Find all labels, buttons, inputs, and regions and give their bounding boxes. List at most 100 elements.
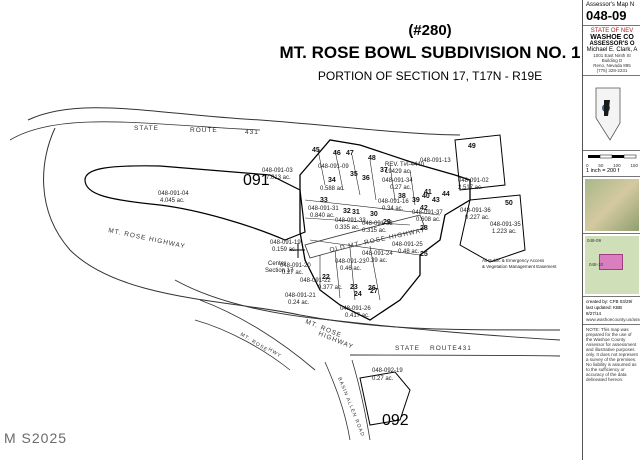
lot-number: 49 — [468, 143, 476, 150]
road-label: HWY — [267, 347, 283, 360]
parcel-number: 048-091-24 — [362, 251, 393, 257]
parcel-acreage: 0.24 ac. — [288, 300, 310, 306]
book-label: 091 — [243, 172, 270, 189]
road-edge — [349, 354, 561, 357]
road-label: MT. ROSE — [239, 332, 269, 354]
parcel-acreage: 2.517 ac. — [458, 185, 483, 191]
center-section-label: Section 17 — [265, 268, 294, 274]
lot-number: 44 — [442, 191, 450, 198]
mls-watermark: M S2025 — [4, 430, 68, 446]
parcel-acreage: 0.39 ac. — [366, 258, 388, 264]
easement-note: All Public & Emergency Access — [482, 258, 545, 263]
lot-number: 23 — [350, 284, 358, 291]
parcel-acreage: 0.34 ac. — [382, 206, 404, 212]
parcel-number: 048-091-33 — [335, 218, 366, 224]
road-edge — [324, 359, 371, 441]
parcel-number: 048-091-02 — [458, 178, 489, 184]
parcel-acreage: 0.227 ac. — [465, 215, 490, 221]
lot-number: 40 — [422, 193, 430, 200]
parcel-number: 048-091-03 — [262, 168, 293, 174]
website-link[interactable]: www.washoecounty.us/assessor — [586, 317, 640, 322]
lot-number: 28 — [420, 225, 428, 232]
lot-lines — [319, 245, 381, 301]
parcel-acreage: 0.840 ac. — [310, 213, 335, 219]
created-by-value: CFB 03/29/ — [609, 299, 633, 304]
last-updated-label: last updated: — [586, 305, 612, 310]
easement-note: & Vegetation Management Easement — [482, 264, 557, 269]
map-sidebar: Assessor's Map N 048-09 STATE OF NEV WAS… — [582, 0, 640, 460]
lot-number: 48 — [368, 155, 376, 162]
parcel-number: 048-091-22 — [300, 278, 331, 284]
nevada-state-icon — [595, 87, 621, 141]
lot-lines — [317, 149, 416, 206]
parcel-number: 048-092-19 — [372, 368, 403, 374]
parcel-number: 048-091-23 — [335, 259, 366, 265]
road-edge — [194, 319, 291, 371]
sidebar-header: Assessor's Map N 048-09 — [583, 0, 640, 26]
aerial-inset — [583, 177, 640, 234]
rev-note: REV. T#I-4440 — [385, 162, 425, 168]
center-section-label: Center — [268, 261, 286, 267]
parcel-number: 048-091-21 — [285, 293, 316, 299]
lot-number: 37 — [380, 167, 388, 174]
parcel-number: 048-091-36 — [460, 208, 491, 214]
lot-number: 26 — [368, 285, 376, 292]
disclaimer-note: NOTE: This map was prepared for the use … — [586, 327, 638, 382]
parcel-number: 048-091-09 — [318, 164, 349, 170]
lot-number: 42 — [420, 205, 428, 212]
lot-number: 35 — [350, 171, 358, 178]
lot-number: 29 — [383, 219, 391, 226]
overview-inset-map: 048-09 048-10 — [585, 236, 639, 294]
county-name: WASHOE CO — [590, 34, 634, 41]
parcel-number: 048-091-26 — [340, 306, 371, 312]
nevada-locator — [583, 76, 640, 151]
sidebar-map-number: 048-09 — [586, 8, 627, 23]
county-block: STATE OF NEV WASHOE CO ASSESSOR'S O Mich… — [583, 26, 640, 76]
parcel-number: 048-091-04 — [158, 191, 189, 197]
scale-bar-graphic — [588, 154, 637, 159]
parcel-number: 048-091-34 — [382, 178, 413, 184]
lot-number: 24 — [354, 291, 362, 298]
parcel-number: 048-091-35 — [490, 222, 521, 228]
parcel-acreage: 0.159 ac. — [272, 247, 297, 253]
parcel-acreage: 0.377 ac. — [318, 285, 343, 291]
parcel-outline — [299, 139, 471, 321]
address-line: Building D — [601, 58, 623, 63]
address-line: Reno, Nevada 895 — [593, 63, 631, 68]
road-label: STATE — [395, 345, 420, 352]
book-label: 092 — [382, 412, 409, 429]
lot-lines — [304, 199, 441, 256]
road-edge — [199, 299, 316, 371]
road-edge — [174, 279, 561, 341]
lot-number: 50 — [505, 200, 513, 207]
parcel-acreage: 0.417 ac. — [345, 313, 370, 319]
parcel-acreage: 0.27 ac. — [390, 185, 412, 191]
scale-tick: 50 — [598, 163, 604, 168]
parcel-acreage: 4.045 ac. — [160, 198, 185, 204]
aerial-inset-image — [585, 179, 639, 231]
lot-number: 27 — [370, 288, 378, 295]
lot-number: 41 — [424, 189, 432, 196]
parcel-outline — [359, 371, 411, 426]
parcel-acreage: 0.48 ac. — [398, 249, 420, 255]
road-label: STATE — [134, 125, 159, 132]
lot-number: 45 — [312, 147, 320, 154]
map-number-title: (#280) — [408, 22, 452, 39]
parcel-number: 048-091-13 — [420, 158, 451, 164]
road-label: ROUTE — [190, 127, 218, 134]
road-edge — [27, 107, 461, 136]
metadata-block: created by: CFB 03/29/ last updated: KBB… — [583, 297, 640, 325]
parcel-number: 048-091-19 — [270, 240, 301, 246]
address-line: 1001 East Ninth St — [593, 53, 631, 58]
overview-inset: 048-09 048-10 — [583, 234, 640, 297]
road-label: ROUTE — [430, 345, 458, 352]
office-name: ASSESSOR'S O — [589, 41, 635, 47]
scale-text: 1 inch = 200 f — [586, 168, 620, 174]
road-edge — [43, 127, 561, 331]
subdivision-title: MT. ROSE BOWL SUBDIVISION NO. 1 — [279, 43, 581, 62]
parcel-acreage: 0.588 ac. — [320, 186, 345, 192]
map-title-block: (#280) MT. ROSE BOWL SUBDIVISION NO. 1 P… — [250, 22, 610, 83]
lot-number: 30 — [370, 211, 378, 218]
parcel-number: 048-091-25 — [392, 242, 423, 248]
